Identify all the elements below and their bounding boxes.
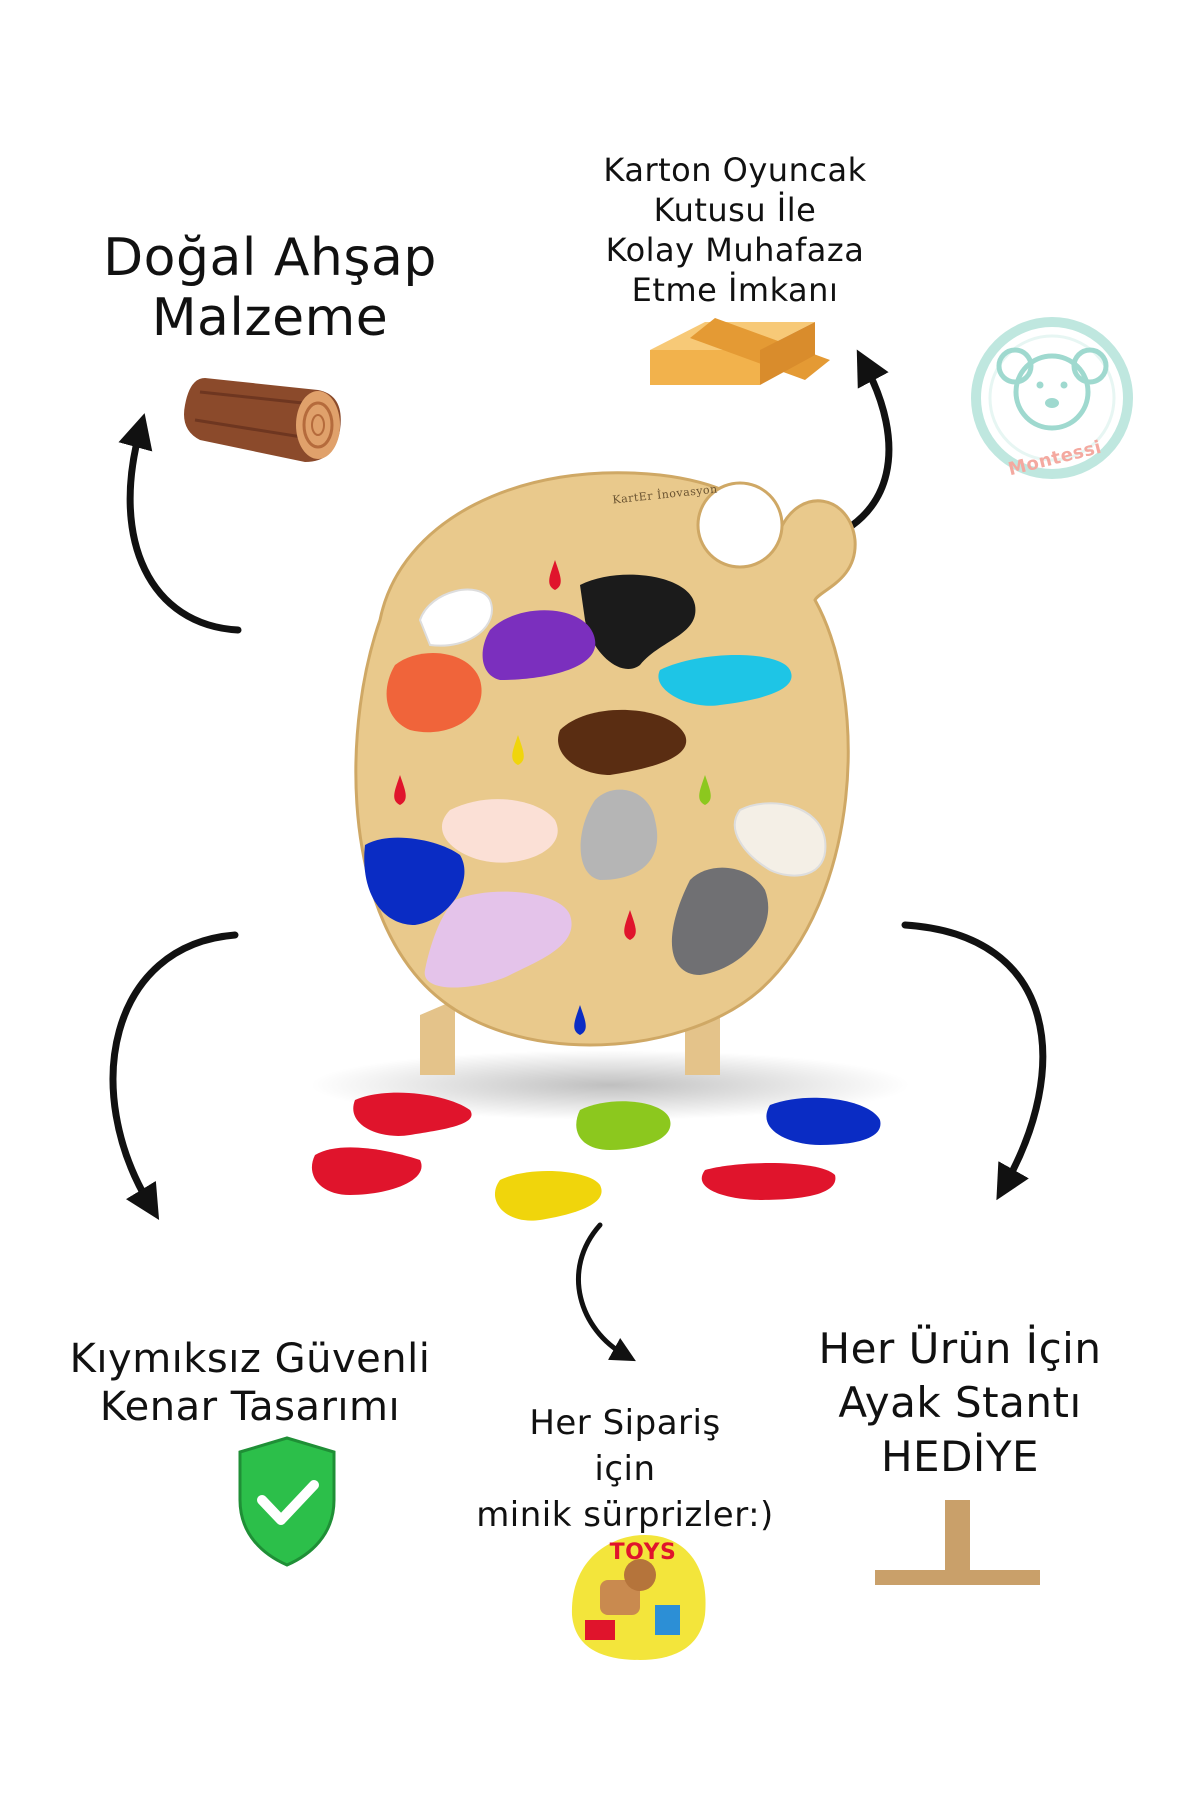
feature-surprise-line3: minik sürprizler:) bbox=[476, 1495, 774, 1535]
feature-box-line2: Kutusu İle bbox=[653, 191, 817, 229]
arrow-to-stand bbox=[901, 921, 1047, 1201]
feature-stand: Her Ürün İçin Ayak Stantı HEDİYE bbox=[790, 1322, 1130, 1484]
feature-surprise-line1: Her Sipariş bbox=[529, 1403, 721, 1443]
feature-box: Karton Oyuncak Kutusu İle Kolay Muhafaza… bbox=[590, 150, 880, 310]
arrow-to-wood bbox=[118, 413, 242, 634]
puzzle-board bbox=[310, 471, 910, 1120]
feature-natural-wood-line1: Doğal Ahşap bbox=[103, 228, 437, 288]
feature-safe-edge-line2: Kenar Tasarımı bbox=[99, 1384, 401, 1430]
wood-log-icon bbox=[184, 378, 341, 462]
feature-surprise: Her Sipariş için minik sürprizler:) bbox=[460, 1400, 790, 1538]
shield-check-icon bbox=[238, 1436, 336, 1567]
cardboard-box-icon bbox=[650, 318, 830, 385]
feature-box-line3: Kolay Muhafaza bbox=[605, 231, 865, 269]
feature-natural-wood-line2: Malzeme bbox=[151, 288, 389, 348]
loose-pieces bbox=[311, 1092, 881, 1221]
feature-safe-edge: Kıymıksız Güvenli Kenar Tasarımı bbox=[60, 1335, 440, 1431]
feature-stand-line1: Her Ürün İçin bbox=[818, 1324, 1102, 1373]
feature-stand-line3: HEDİYE bbox=[880, 1432, 1040, 1481]
toys-badge-icon bbox=[571, 1535, 706, 1660]
montessi-logo bbox=[971, 317, 1133, 479]
feature-natural-wood: Doğal Ahşap Malzeme bbox=[80, 228, 460, 348]
feature-safe-edge-line1: Kıymıksız Güvenli bbox=[69, 1336, 431, 1382]
toys-badge-text: TOYS bbox=[609, 1540, 677, 1565]
feature-box-line1: Karton Oyuncak bbox=[603, 151, 867, 189]
feature-box-line4: Etme İmkanı bbox=[631, 271, 839, 309]
feature-stand-line2: Ayak Stantı bbox=[838, 1378, 1082, 1427]
arrow-to-surprise bbox=[576, 1222, 636, 1362]
feature-surprise-line2: için bbox=[594, 1449, 656, 1489]
arrow-to-shield bbox=[109, 931, 239, 1220]
stand-icon bbox=[875, 1500, 1040, 1585]
